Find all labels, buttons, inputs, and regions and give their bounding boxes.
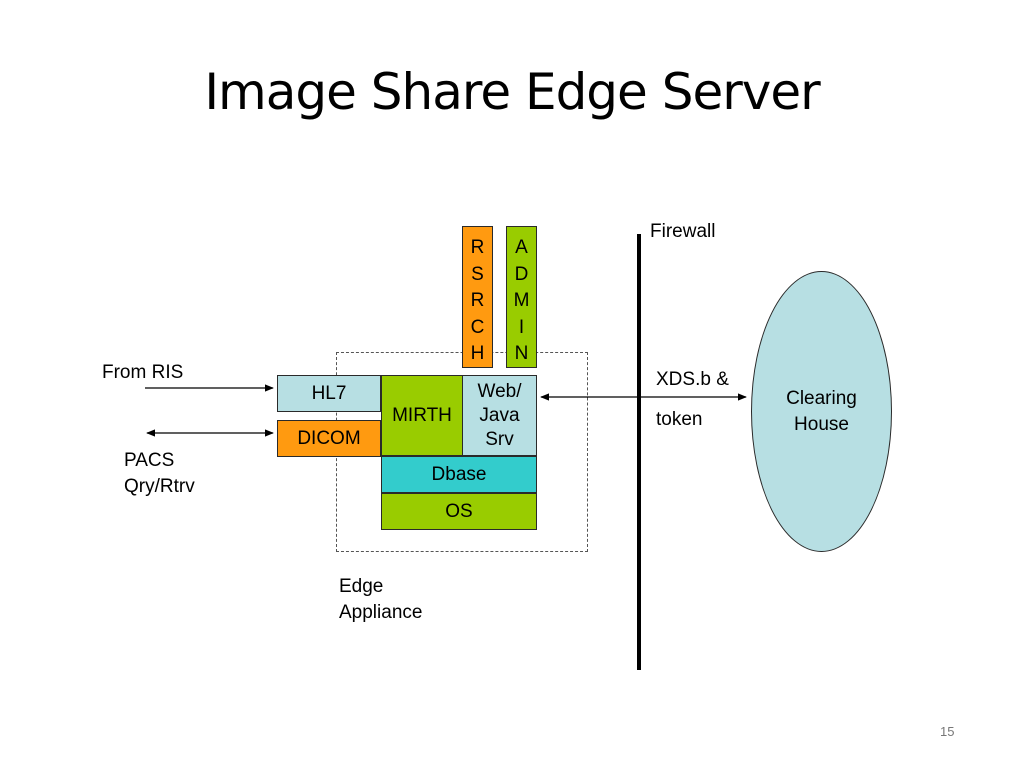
admin-letter: N <box>514 343 529 364</box>
firewall-line <box>637 234 641 670</box>
clearing-house-node: Clearing House <box>751 271 892 552</box>
rsrch-letter: C <box>470 316 485 338</box>
edge-appliance-label-line1: Edge <box>339 576 384 597</box>
dbase-box: Dbase <box>381 456 537 493</box>
pacs-label-line1: PACS <box>124 450 175 471</box>
mirth-box: MIRTH <box>381 375 463 456</box>
clearing-house-label-line2: House <box>794 413 849 435</box>
rsrch-letter: S <box>471 263 484 285</box>
slide-title: Image Share Edge Server <box>204 63 820 121</box>
os-box: OS <box>381 493 537 530</box>
mirth-label: MIRTH <box>392 404 452 426</box>
web-label-line2: Java <box>479 404 520 426</box>
page-number: 15 <box>940 724 955 739</box>
hl7-box: HL7 <box>277 375 381 412</box>
clearing-house-label-line1: Clearing <box>786 387 857 409</box>
rsrch-box: R S R C H <box>462 226 493 368</box>
xds-label-line2: token <box>656 409 703 430</box>
web-java-srv-box: Web/ Java Srv <box>462 375 537 456</box>
from-ris-label: From RIS <box>102 362 184 383</box>
admin-letter: I <box>518 316 525 338</box>
dbase-label: Dbase <box>431 463 487 485</box>
os-label: OS <box>445 500 473 522</box>
admin-letter: D <box>514 263 529 285</box>
admin-letter: A <box>515 237 528 258</box>
web-label-line1: Web/ <box>477 380 522 402</box>
xds-label-line1: XDS.b & <box>656 369 729 390</box>
rsrch-letter: R <box>470 237 485 258</box>
admin-letter: M <box>513 290 530 311</box>
dicom-box: DICOM <box>277 420 381 457</box>
firewall-label: Firewall <box>650 221 716 242</box>
dicom-label: DICOM <box>297 427 361 449</box>
rsrch-letter: R <box>470 290 485 311</box>
rsrch-letter: H <box>470 343 485 364</box>
admin-box: A D M I N <box>506 226 537 368</box>
pacs-label-line2: Qry/Rtrv <box>124 476 195 497</box>
web-label-line3: Srv <box>485 428 514 450</box>
edge-appliance-label-line2: Appliance <box>339 602 423 623</box>
hl7-label: HL7 <box>311 382 347 404</box>
